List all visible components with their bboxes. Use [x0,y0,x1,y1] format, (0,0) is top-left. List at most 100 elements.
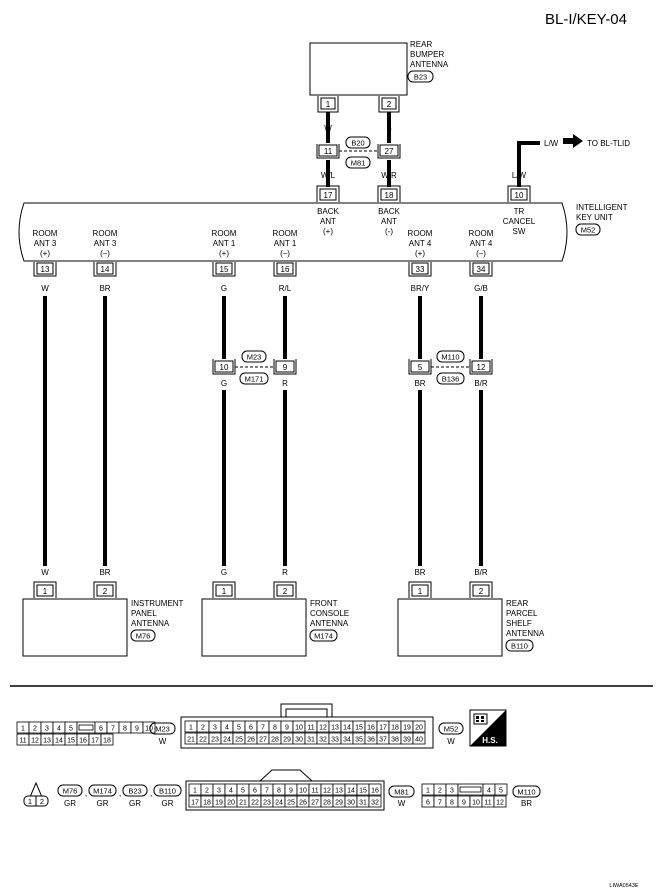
wire-color-w-upper: W [324,124,332,133]
wire-color-w-top: W [41,284,49,293]
two-pin-label-m76: M76 [63,787,78,796]
two-pin-comma-1: , [85,789,87,798]
pin-b110-1: 1 [418,587,423,596]
connector-pin-number: 9 [289,787,293,794]
connector-pin-number: 12 [319,724,327,731]
two-pin-color-b110: GR [162,799,174,808]
connector-lock-icon [78,724,94,731]
connector-pin-number: 30 [347,799,355,806]
label-room-ant4-plus-2: ANT 4 [409,239,432,248]
connector-pin-number: 25 [287,799,295,806]
wire-color-gb-top: G/B [474,284,488,293]
pin-unit-14: 14 [101,265,110,274]
label-room-ant4-minus-2: ANT 4 [470,239,493,248]
connector-view-color-m81: W [398,799,406,808]
pin-m174-2: 2 [283,587,288,596]
pin-m76-1: 1 [43,587,48,596]
connector-pin-number: 10 [295,724,303,731]
connector-tag-b136: B136 [442,375,460,384]
connector-pin-number: 2 [201,724,205,731]
connector-pin-number: 7 [438,799,442,806]
connector-tag-m171: M171 [245,375,264,384]
label-back-ant-plus-3: (+) [323,227,333,236]
pin-m174-1: 1 [222,587,227,596]
connector-pin-number: 24 [275,799,283,806]
connector-pin-number: 11 [484,799,491,806]
connector-pin-number: 23 [211,736,219,743]
connector-pin-number: 19 [403,724,411,731]
rear-bumper-antenna: REAR BUMPER ANTENNA B23 1 2 [309,40,449,113]
pin-unit-17: 17 [324,191,333,200]
pin-joint-5: 5 [418,363,423,372]
connector-pin-number: 13 [43,737,51,744]
connector-pin-number: 13 [335,787,343,794]
label-tr-cancel-2: CANCEL [503,217,536,226]
image-reference: LIWA0543E [609,883,638,889]
connector-pin-number: 17 [191,799,199,806]
connector-pin-number: 16 [79,737,87,744]
wire-color-r-bottom: R [282,568,288,577]
connector-pin-number: 26 [247,736,255,743]
connector-pin-number: 35 [355,736,363,743]
connector-pin-number: 20 [415,724,423,731]
connector-pin-number: 11 [311,787,318,794]
connector-pin-number: 31 [307,736,315,743]
pin-joint-9: 9 [283,363,288,372]
connector-pin-number: 28 [271,736,279,743]
connector-pin-number: 7 [111,725,115,732]
connector-view-color-m110: BR [521,799,532,808]
two-pin-color-m76: GR [64,799,76,808]
label-room-ant1-plus-1: ROOM [212,229,237,238]
pin-unit-10: 10 [515,191,524,200]
connector-pin-number: 32 [371,799,379,806]
connector-cavity [412,720,426,733]
connector-pin-number: 18 [103,737,111,744]
connector-pin-number: 12 [323,787,331,794]
connector-view-label-m110: M110 [517,788,535,797]
wire-color-r-mid: R [282,379,288,388]
unit-name-line-1: INTELLIGENT [576,203,628,212]
connector-pin-number: 21 [187,736,195,743]
wire-color-br-bottom: BR [99,568,110,577]
connector-view-label-m81: M81 [394,788,409,797]
connector-pin-number: 6 [99,725,103,732]
connector-pin-number: 39 [403,736,411,743]
connector-pin-number: 20 [227,799,235,806]
connector-pin-number: 8 [450,799,454,806]
wire-color-br2-bottom: B/R [474,568,488,577]
connector-pin-number: 6 [253,787,257,794]
front-console-antenna: 1 2 FRONT CONSOLE ANTENNA M174 [201,581,349,657]
connector-lock-icon [459,786,482,793]
connector-pin-number: 22 [251,799,259,806]
label-room-ant4-plus-1: ROOM [408,229,433,238]
two-pin-comma-3: , [150,789,152,798]
connector-pin-number: 34 [343,736,351,743]
arrow-right-icon [563,134,583,148]
two-pin-1: 1 [28,797,32,806]
pin-m76-2: 2 [103,587,108,596]
connector-pin-number: 3 [217,787,221,794]
connector-pin-number: 15 [355,724,363,731]
two-pin-color-m174: GR [97,799,109,808]
wire-color-lw: L/W [512,171,527,180]
connector-pin-number: 5 [69,725,73,732]
connector-pin-number: 12 [496,799,504,806]
two-pin-2: 2 [40,797,44,806]
connector-cavity [368,783,382,796]
pin-unit-18: 18 [385,191,394,200]
connector-tag-b20: B20 [351,139,364,148]
antenna-1-line-2: PANEL [131,609,157,618]
connector-pin-number: 10 [299,787,307,794]
connector-pin-number: 21 [239,799,247,806]
connector-pin-number: 1 [189,724,193,731]
label-room-ant3-minus-2: ANT 3 [94,239,117,248]
rear-bumper-antenna-line-1: REAR [410,40,432,49]
label-back-ant-minus-3: (-) [385,227,393,236]
antenna-2-line-2: CONSOLE [310,609,349,618]
connector-pin-number: 3 [450,787,454,794]
connector-cavity [100,733,114,746]
connector-lock-slot [76,721,96,734]
connector-housing [180,716,434,749]
